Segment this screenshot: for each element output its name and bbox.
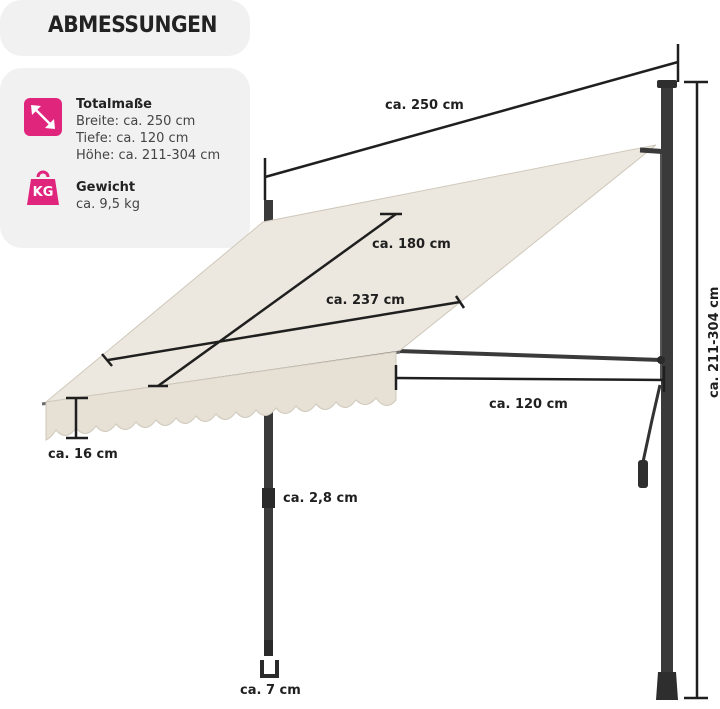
crank-handle: [638, 460, 648, 488]
dim-depth-line: [395, 376, 665, 382]
weight-value: ca. 9,5 kg: [76, 197, 140, 212]
label-valance: ca. 16 cm: [48, 447, 118, 462]
label-depth: ca. 120 cm: [489, 397, 568, 412]
label-width: ca. 250 cm: [385, 98, 464, 113]
label-diagonal-depth: ca. 180 cm: [372, 237, 451, 252]
awning-arm: [397, 349, 662, 362]
title-card: ABMESSUNGEN: [0, 0, 250, 56]
label-pole-diameter: ca. 2,8 cm: [283, 491, 358, 506]
diagonal-arrow-icon: [24, 98, 62, 136]
weight-icon: KG: [24, 170, 62, 208]
label-diagonal-width: ca. 237 cm: [326, 293, 405, 308]
left-pole-foot: [260, 660, 279, 678]
total-depth-line: Tiefe: ca. 120 cm: [76, 131, 189, 146]
spec-card: Totalmaße Breite: ca. 250 cm Tiefe: ca. …: [0, 68, 250, 248]
dim-diag-width-line: [107, 300, 461, 362]
dim-diag-depth-line: [157, 212, 397, 388]
weight-icon-label: KG: [32, 185, 54, 200]
weight-heading: Gewicht: [76, 180, 136, 195]
total-height-line: Höhe: ca. 211-304 cm: [76, 148, 221, 163]
page-title: ABMESSUNGEN: [48, 13, 218, 38]
right-pole-foot: [656, 672, 678, 700]
total-width-line: Breite: ca. 250 cm: [76, 114, 196, 129]
left-pole-clamp: [262, 488, 275, 508]
right-pole: [661, 82, 673, 698]
left-pole: [264, 200, 273, 645]
awning-valance: [45, 351, 397, 441]
label-height: ca. 211-304 cm: [707, 286, 720, 398]
label-foot-width: ca. 7 cm: [240, 683, 301, 698]
right-pole-cap: [657, 80, 677, 88]
crank-rod: [641, 384, 662, 463]
dim-width-line: [264, 60, 679, 179]
total-heading: Totalmaße: [76, 97, 153, 112]
